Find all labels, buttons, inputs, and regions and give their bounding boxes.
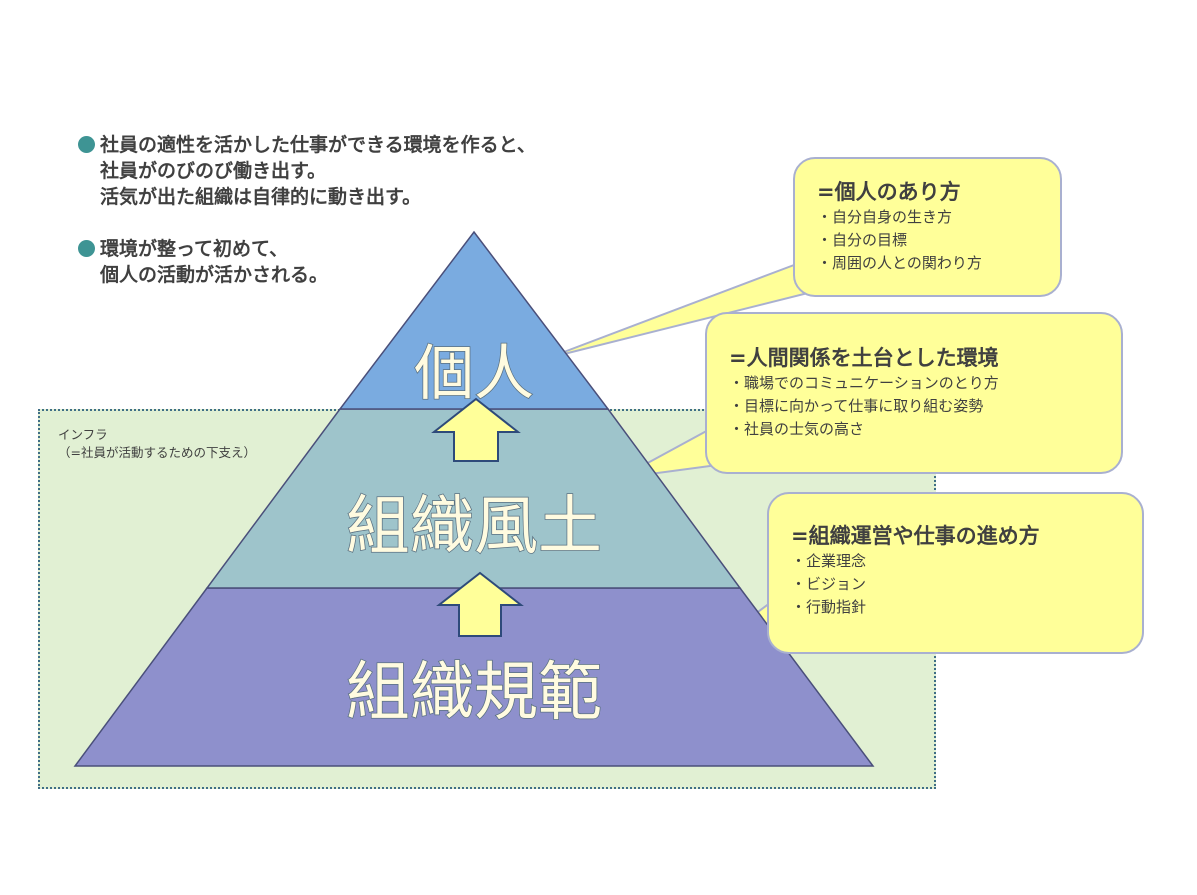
bullet-dot-icon <box>78 240 95 257</box>
up-arrow-icon <box>431 397 521 462</box>
callout-norms-item: 企業理念 <box>791 550 1142 573</box>
up-arrow-icon <box>436 571 524 637</box>
callout-personal-item: 自分自身の生き方 <box>817 206 1060 229</box>
callout-norms-title: =組織運営や仕事の進め方 <box>791 524 1040 548</box>
infrastructure-label-title: インフラ <box>58 427 108 442</box>
intro-bullet-2-line-1: 環境が整って初めて、 <box>100 238 289 260</box>
intro-text: 社員の適性を活かした仕事ができる環境を作ると、 社員がのびのび働き出す。 活気が… <box>78 132 536 288</box>
intro-bullet-1-line-3: 活気が出た組織は自律的に動き出す。 <box>100 186 422 208</box>
intro-bullet-2: 環境が整って初めて、 個人の活動が活かされる。 <box>78 236 536 288</box>
pyramid-top-label: 個人 <box>414 339 534 409</box>
infrastructure-label: インフラ （=社員が活動するための下支え） <box>58 426 256 462</box>
intro-bullet-1: 社員の適性を活かした仕事ができる環境を作ると、 社員がのびのび働き出す。 活気が… <box>78 132 536 210</box>
intro-bullet-1-line-2: 社員がのびのび働き出す。 <box>100 160 327 182</box>
callout-personal: =個人のあり方 自分自身の生き方 自分の目標 周囲の人との関わり方 <box>793 157 1062 297</box>
callout-personal-item: 周囲の人との関わり方 <box>817 252 1060 275</box>
intro-bullet-1-line-1: 社員の適性を活かした仕事ができる環境を作ると、 <box>100 134 536 156</box>
callout-norms-item: ビジョン <box>791 573 1142 596</box>
pyramid-middle-label: 組織風土 <box>346 490 602 564</box>
callout-norms-item: 行動指針 <box>791 596 1142 619</box>
callout-culture: =人間関係を土台とした環境 職場でのコミュニケーションのとり方 目標に向かって仕… <box>705 312 1123 474</box>
infrastructure-label-note: （=社員が活動するための下支え） <box>58 445 256 460</box>
bullet-dot-icon <box>78 136 95 153</box>
callout-personal-item: 自分の目標 <box>817 229 1060 252</box>
callout-culture-item: 職場でのコミュニケーションのとり方 <box>729 372 1121 395</box>
callout-norms: =組織運営や仕事の進め方 企業理念 ビジョン 行動指針 <box>767 492 1144 654</box>
callout-culture-item: 社員の士気の高さ <box>729 418 1121 441</box>
callout-culture-item: 目標に向かって仕事に取り組む姿勢 <box>729 395 1121 418</box>
callout-personal-title: =個人のあり方 <box>817 180 961 204</box>
intro-bullet-2-line-2: 個人の活動が活かされる。 <box>100 264 329 286</box>
pyramid-bottom-label: 組織規範 <box>346 656 602 730</box>
callout-culture-title: =人間関係を土台とした環境 <box>729 346 999 370</box>
